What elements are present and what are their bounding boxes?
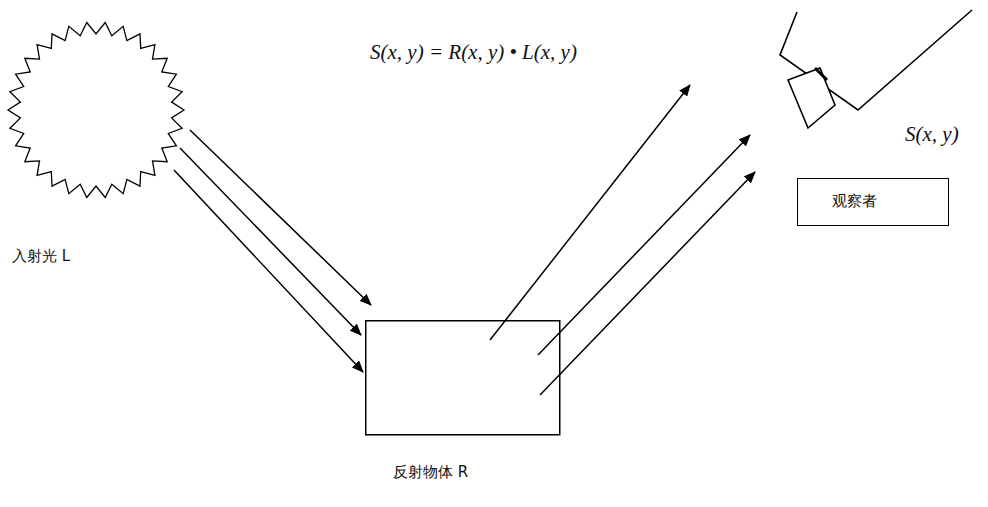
- camera-node: S(x, y): [775, 2, 980, 152]
- light-ray-arrow: [190, 130, 371, 305]
- sun-shape: [8, 20, 188, 270]
- light-ray-arrow: [174, 170, 363, 372]
- light-ray-arrow: [538, 135, 750, 355]
- node-label: 入射光 L: [10, 247, 72, 266]
- observer-box: 观察者: [797, 178, 949, 226]
- sun-node: 入射光 L: [8, 20, 188, 270]
- node-label: 反射物体 R: [391, 463, 470, 482]
- formula-label: S(x, y) = R(x, y) • L(x, y): [368, 40, 579, 65]
- node-label: S(x, y): [903, 122, 961, 147]
- rect-node: 反射物体 R: [365, 320, 560, 490]
- light-ray-arrow: [540, 172, 755, 395]
- light-ray-arrow: [180, 148, 361, 335]
- node-label: 观察者: [830, 192, 879, 211]
